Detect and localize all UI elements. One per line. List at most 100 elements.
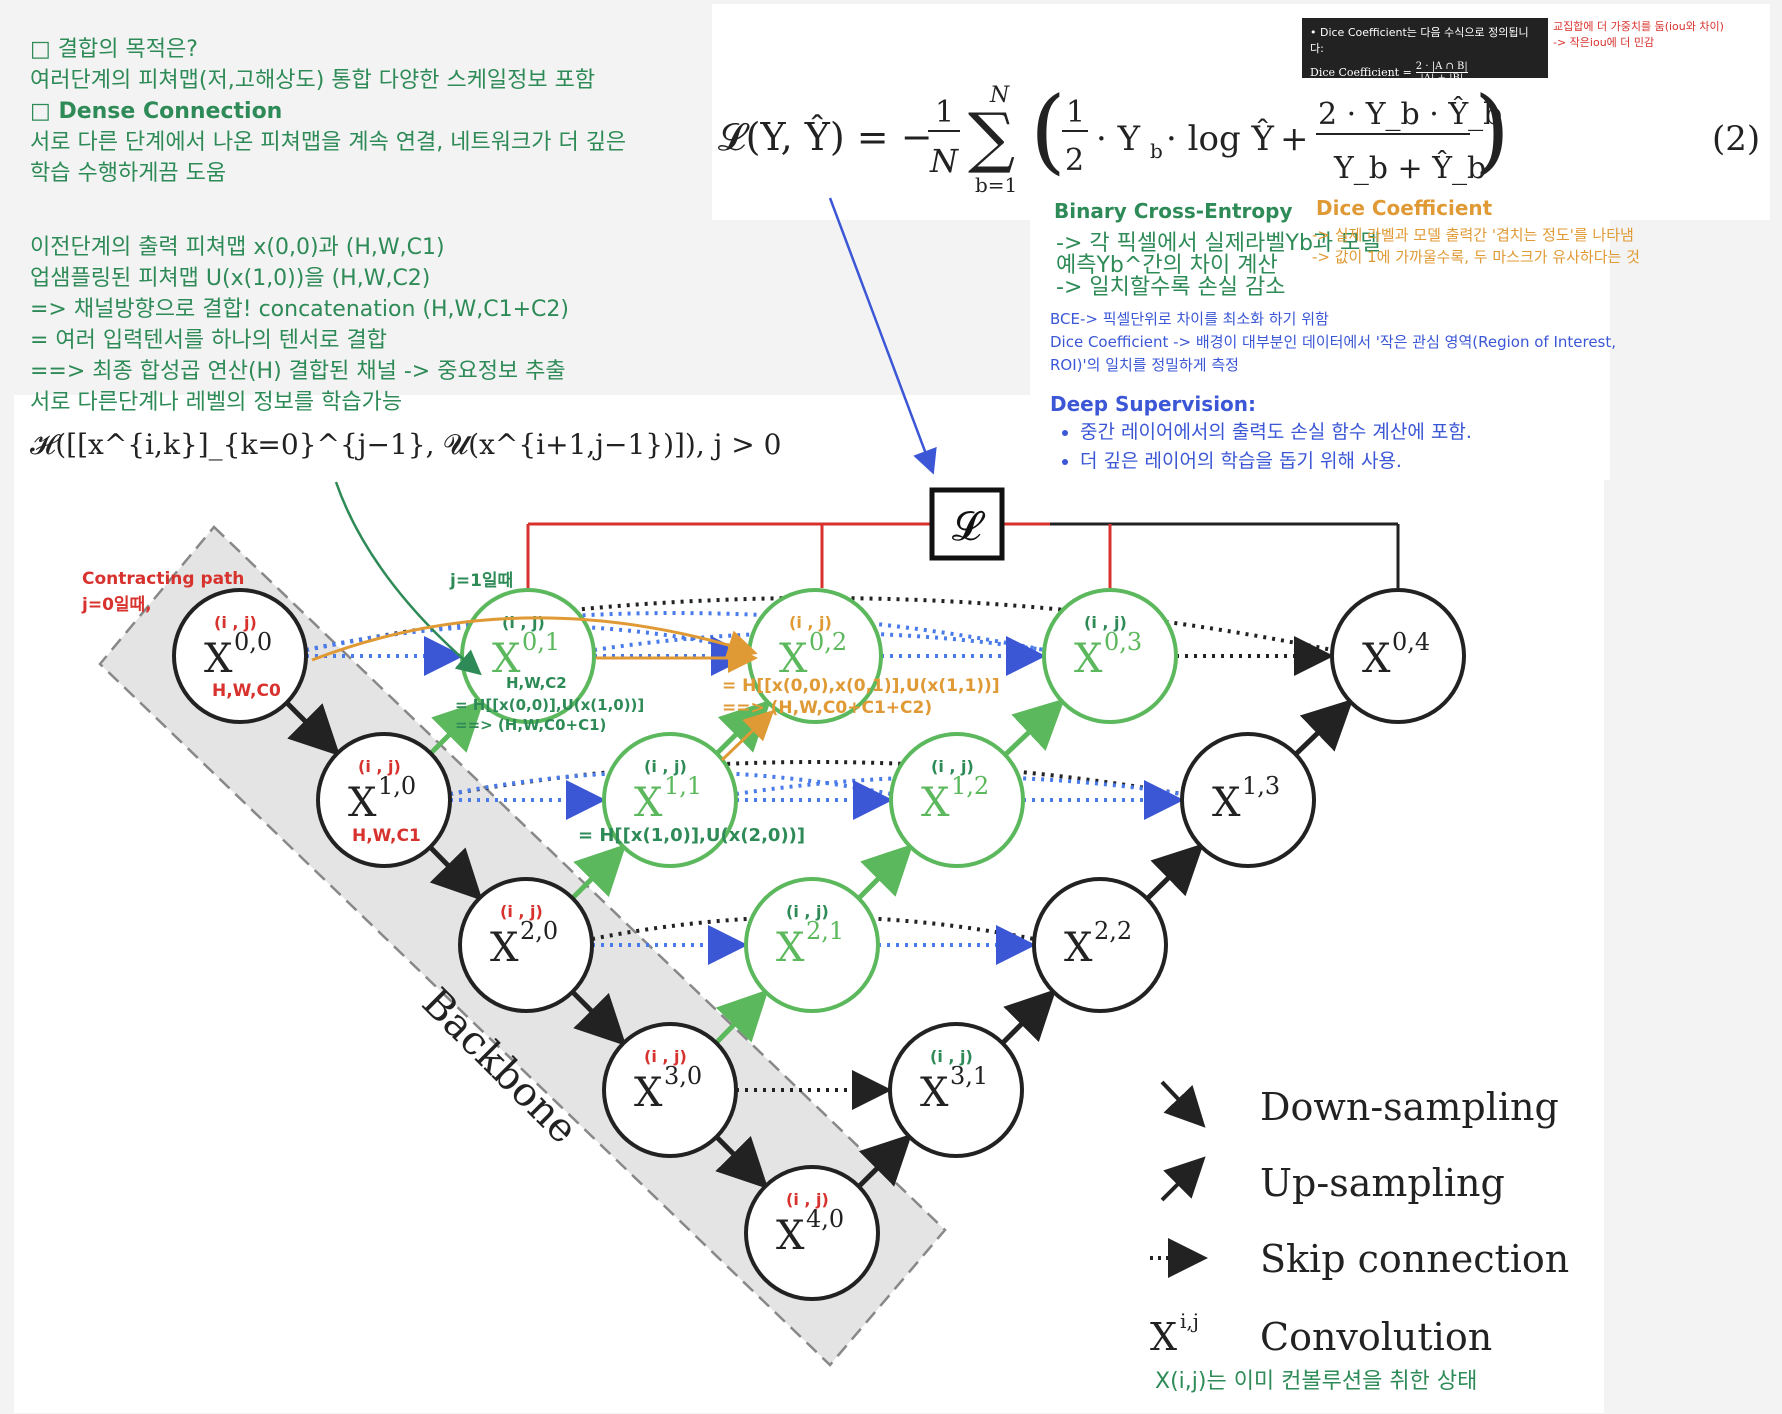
deep-supervision-title: Deep Supervision: bbox=[1050, 392, 1257, 416]
legend: Down-sampling Up-sampling Skip connectio… bbox=[1150, 1080, 1569, 1359]
h-formula-panel bbox=[22, 418, 712, 480]
dice-line-2: -> 값이 1에 가까울수록, 두 마스크가 유사하다는 것 bbox=[1312, 248, 1640, 266]
diagram-edges bbox=[284, 596, 1354, 1190]
up-sampling-arrow bbox=[1000, 988, 1057, 1045]
skip-arc bbox=[449, 760, 1183, 796]
loss-term1-log: · log Ŷ bbox=[1166, 118, 1275, 159]
x01-formula-2: ==> (H,W,C0+C1) bbox=[455, 716, 606, 734]
note-line-dense-1: 서로 다른 단계에서 나온 피쳐맵을 계속 연결, 네트워크가 더 깊은 bbox=[30, 130, 627, 155]
node-superscript: 0,4 bbox=[1392, 628, 1430, 656]
node-label: X bbox=[921, 780, 950, 826]
node-circle bbox=[1180, 732, 1316, 868]
node-label: X bbox=[348, 780, 377, 826]
node-circle bbox=[316, 732, 452, 868]
x01-formula-1: = H[[x(0,0)],U(x(1,0))] bbox=[455, 696, 644, 714]
dice-definition-num: 2 · |A ∩ B| bbox=[1415, 61, 1468, 73]
legend-conv-label: Convolution bbox=[1260, 1315, 1492, 1359]
node-superscript: 1,1 bbox=[664, 772, 702, 800]
note-line-combine: = 여러 입력텐서를 하나의 텐서로 결합 bbox=[30, 328, 388, 353]
x02-formula-2: ==> (H,W,C0+C1+C2) bbox=[722, 698, 932, 718]
node-superscript: 1,3 bbox=[1242, 772, 1280, 800]
note-line-learn: 서로 다른단계나 레벨의 정보를 학습가능 bbox=[30, 390, 403, 415]
skip-arc bbox=[305, 611, 1045, 652]
node-label: X bbox=[920, 1070, 949, 1116]
node-superscript: 0,0 bbox=[234, 628, 272, 656]
ij-tag: (i , j) bbox=[931, 757, 974, 776]
node-superscript: 2,0 bbox=[520, 917, 558, 945]
j0-label: j=0일때, bbox=[81, 595, 152, 615]
orange-arrow-x00-to-x02 bbox=[311, 616, 758, 662]
legend-up-icon bbox=[1160, 1156, 1206, 1202]
note-line-conv: ==> 최종 합성곱 연산(H) 결합된 채널 -> 중요정보 추출 bbox=[30, 359, 566, 384]
formula-to-loss-arrow bbox=[828, 197, 937, 475]
down-sampling-arrow bbox=[284, 700, 341, 757]
footer-note: X(i,j)는 이미 컨볼루션을 취한 상태 bbox=[1155, 1369, 1477, 1394]
legend-conv-sup: i,j bbox=[1180, 1309, 1199, 1333]
node-label: X bbox=[1064, 925, 1093, 971]
loss-term1: · Y bbox=[1096, 119, 1141, 159]
loss-sum-top: N bbox=[989, 83, 1010, 108]
note-bullet-purpose: □ 결합의 목적은? bbox=[30, 37, 198, 62]
node-circle bbox=[602, 1022, 738, 1158]
loss-half-num: 1 bbox=[1066, 95, 1085, 130]
loss-term1-sub: b bbox=[1150, 139, 1163, 163]
node-superscript: 4,0 bbox=[806, 1205, 844, 1233]
node-label: X bbox=[492, 636, 521, 682]
node-circle bbox=[458, 877, 594, 1013]
up-sampling-arrow bbox=[428, 699, 485, 756]
node-superscript: 3,1 bbox=[950, 1062, 988, 1090]
ij-tag: (i , j) bbox=[644, 757, 687, 776]
node-circle bbox=[1330, 588, 1466, 724]
bce-title: Binary Cross-Entropy bbox=[1054, 199, 1293, 223]
node-label: X bbox=[634, 780, 663, 826]
legend-conv-symbol: X bbox=[1150, 1315, 1177, 1359]
formula-to-x01-arrow bbox=[334, 481, 482, 676]
node-superscript: 0,3 bbox=[1104, 628, 1142, 656]
node-circle bbox=[888, 1022, 1024, 1158]
up-sampling-arrow bbox=[857, 1133, 913, 1189]
contracting-path-label: Contracting path bbox=[82, 569, 244, 589]
h-formula: 𝓗([[x^{i,k}]_{k=0}^{j−1}, 𝓤(x^{i+1,j−1})… bbox=[30, 428, 782, 461]
node-circle bbox=[1032, 877, 1168, 1013]
up-sampling-arrow bbox=[1003, 698, 1065, 757]
node-circle bbox=[1042, 588, 1178, 724]
ij-tag: (i , j) bbox=[1084, 613, 1127, 632]
node-label: X bbox=[776, 1213, 805, 1259]
up-sampling-arrow bbox=[714, 989, 769, 1045]
ij-tag: (i , j) bbox=[786, 902, 829, 921]
loss-plus: + bbox=[1280, 119, 1309, 159]
node-label: X bbox=[1362, 636, 1391, 682]
ij-tag: (i , j) bbox=[500, 902, 543, 921]
hwc2-label: H,W,C2 bbox=[506, 674, 567, 692]
node-superscript: 1,0 bbox=[378, 772, 416, 800]
dice-definition-den: |A| + |B| bbox=[1420, 73, 1464, 84]
x11-formula: = H[[x(1,0)],U(x(2,0))] bbox=[578, 825, 805, 846]
node-label: X bbox=[779, 636, 808, 682]
note-line-multiscale: 여러단계의 피쳐맵(저,고해상도) 통합 다양한 스케일정보 포함 bbox=[30, 68, 596, 93]
deep-supervision-item: 더 깊은 레이어의 학습을 돕기 위해 사용. bbox=[1080, 447, 1472, 476]
ij-tag: (i , j) bbox=[789, 613, 832, 632]
j1-label: j=1일때 bbox=[449, 571, 513, 591]
node-superscript: 2,2 bbox=[1094, 917, 1132, 945]
note-line-prev-feature: 이전단계의 출력 피쳐맵 x(0,0)과 (H,W,C1) bbox=[30, 235, 445, 260]
node-label: X bbox=[634, 1070, 663, 1116]
up-sampling-arrow bbox=[570, 843, 627, 900]
down-sampling-arrow bbox=[714, 1135, 769, 1190]
note-line-concat: => 채널방향으로 결합! concatenation (H,W,C1+C2) bbox=[30, 297, 569, 322]
loss-paren-open: ( bbox=[1030, 77, 1066, 184]
top-right-note-2: -> 작은iou에 더 민감 bbox=[1553, 36, 1655, 49]
node-label: X bbox=[490, 925, 519, 971]
up-sampling-arrow bbox=[856, 843, 914, 901]
